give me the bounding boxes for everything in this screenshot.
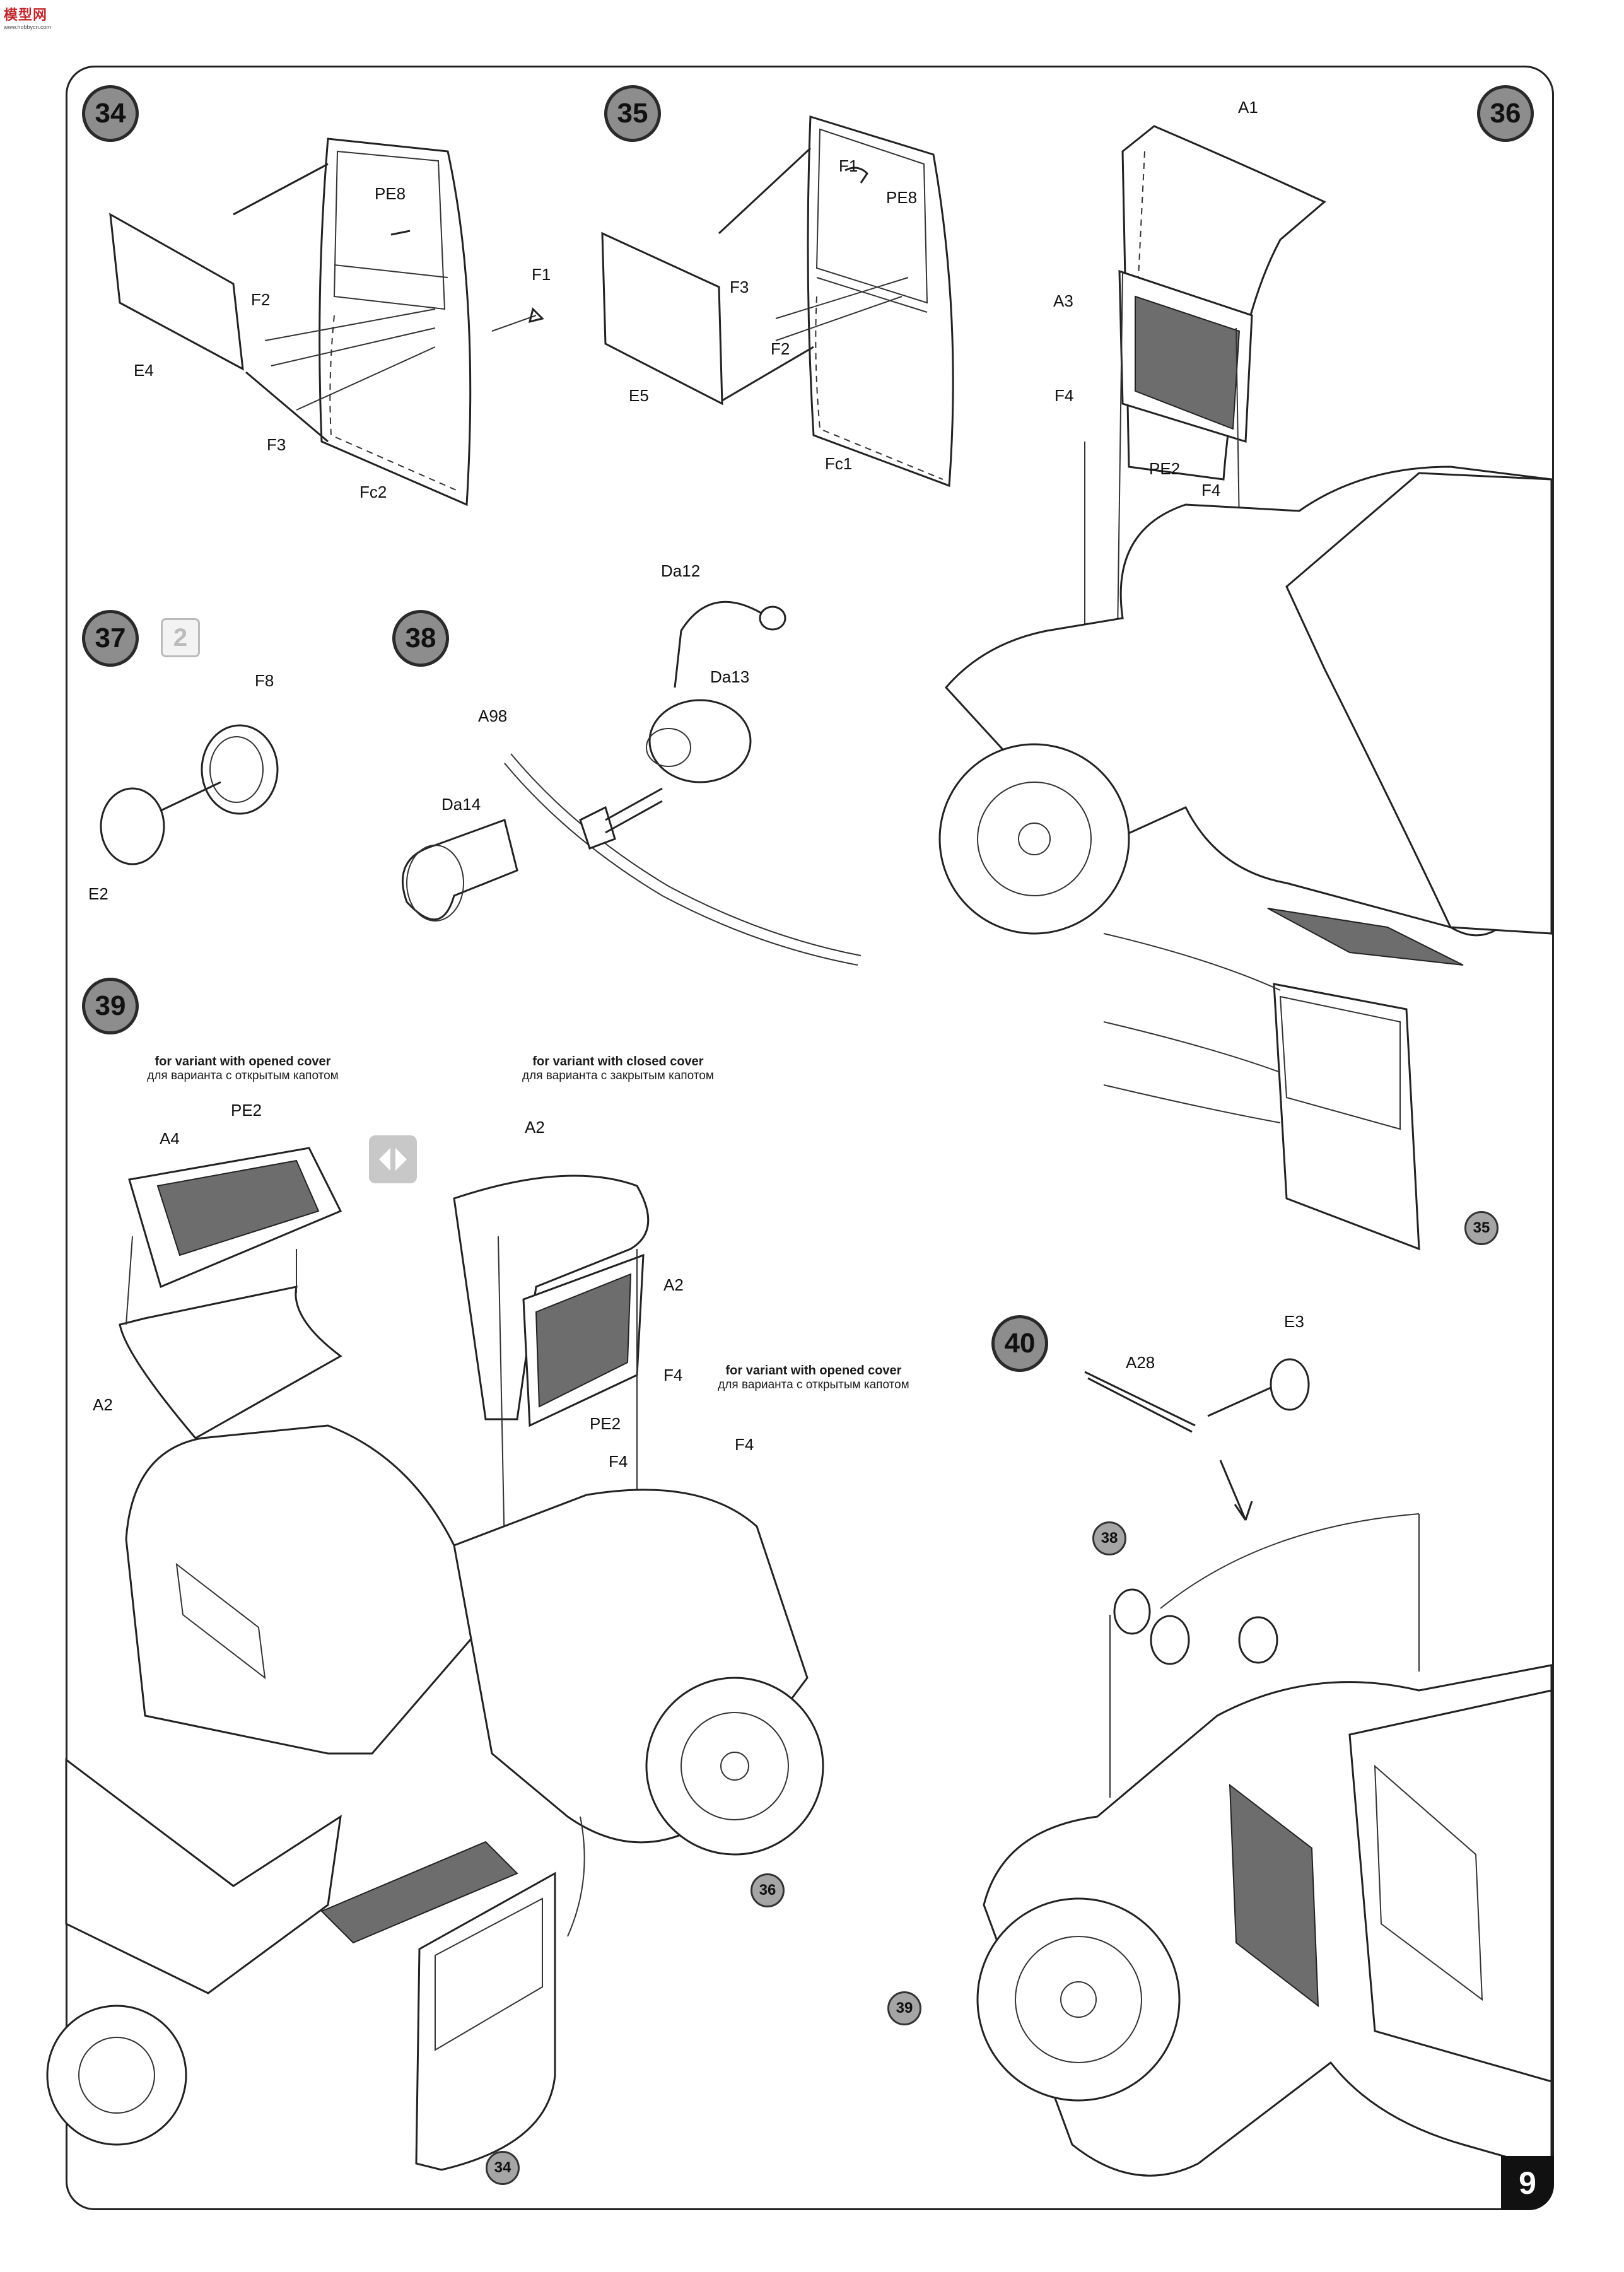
part-label-f4: F4	[1201, 481, 1221, 500]
part-label-a1: A1	[1238, 98, 1258, 117]
note-closed-cover-en: for variant with closed cover	[532, 1055, 704, 1069]
part-label-a2: A2	[525, 1118, 545, 1137]
step-36-number: 36	[1477, 85, 1534, 142]
reference-step-39: 39	[887, 1991, 921, 2025]
logo-text: 模型网	[4, 7, 48, 23]
part-label-pe2: PE2	[590, 1414, 621, 1433]
step-38-number: 38	[392, 610, 449, 667]
reference-step-38: 38	[1092, 1521, 1126, 1555]
part-label-a28: A28	[1126, 1353, 1155, 1372]
part-label-fc1: Fc1	[825, 454, 853, 473]
step39-drawing	[46, 1147, 824, 2171]
step34-drawing	[109, 138, 544, 507]
note-opened-cover-2-en: for variant with opened cover	[725, 1364, 902, 1378]
step-35-number: 35	[604, 85, 661, 142]
part-label-a4: A4	[160, 1129, 180, 1148]
step37-drawing	[100, 724, 279, 865]
step-34-number: 34	[82, 85, 139, 142]
part-label-f3: F3	[730, 278, 749, 296]
step-37-number: 37	[82, 610, 139, 667]
reference-step-34: 34	[486, 2151, 520, 2185]
part-label-f4: F4	[1054, 386, 1074, 405]
part-label-f2: F2	[251, 290, 271, 309]
step35-drawing	[601, 115, 954, 488]
part-label-a3: A3	[1053, 291, 1073, 310]
step36-drawing	[938, 125, 1553, 1251]
part-label-f1: F1	[839, 156, 858, 175]
reference-step-35: 35	[1464, 1211, 1498, 1245]
page-frame	[66, 66, 1554, 2210]
part-label-f3: F3	[267, 435, 286, 454]
part-label-a2: A2	[663, 1275, 684, 1294]
part-label-f4: F4	[663, 1366, 683, 1385]
part-label-da14: Da14	[441, 795, 481, 814]
logo-url: www.hobbycn.com	[4, 24, 52, 30]
quantity-badge: 2	[161, 618, 200, 657]
part-label-fc2: Fc2	[359, 483, 387, 501]
note-opened-cover-2: for variant with opened cover для вариан…	[713, 1364, 914, 1392]
part-label-a2: A2	[93, 1395, 113, 1414]
note-closed-cover: for variant with closed cover для вариан…	[517, 1055, 719, 1083]
site-logo: 模型网 www.hobbycn.com	[4, 4, 51, 30]
page-number: 9	[1501, 2156, 1554, 2210]
step-40-number: 40	[991, 1315, 1048, 1372]
note-opened-cover-ru: для варианта с открытым капотом	[147, 1069, 339, 1082]
part-label-a98: A98	[478, 706, 508, 725]
part-label-e5: E5	[629, 386, 649, 405]
note-opened-cover: for variant with opened cover для вариан…	[142, 1055, 344, 1083]
part-label-pe8: PE8	[886, 188, 918, 207]
part-label-pe2: PE2	[1149, 459, 1181, 478]
reference-step-36: 36	[751, 1873, 785, 1907]
open-close-variant-icon	[369, 1135, 417, 1183]
part-label-f4: F4	[735, 1435, 754, 1454]
note-opened-cover-en: for variant with opened cover	[155, 1055, 331, 1069]
part-label-f8: F8	[255, 671, 274, 690]
note-closed-cover-ru: для варианта с закрытым капотом	[522, 1069, 714, 1082]
part-label-f1: F1	[532, 265, 551, 284]
part-label-da13: Da13	[710, 667, 750, 686]
part-label-e4: E4	[134, 361, 154, 380]
part-label-pe8: PE8	[375, 184, 406, 203]
step40-drawing	[976, 1358, 1553, 2177]
part-label-da12: Da12	[661, 561, 701, 580]
part-label-e2: E2	[88, 884, 108, 903]
part-label-e3: E3	[1284, 1312, 1304, 1331]
note-opened-cover-2-ru: для варианта с открытым капотом	[718, 1378, 909, 1391]
step38-drawing	[401, 600, 862, 966]
part-label-f4: F4	[609, 1452, 628, 1471]
part-label-f2: F2	[771, 339, 790, 358]
part-label-pe2: PE2	[231, 1101, 262, 1120]
step-39-number: 39	[82, 978, 139, 1034]
